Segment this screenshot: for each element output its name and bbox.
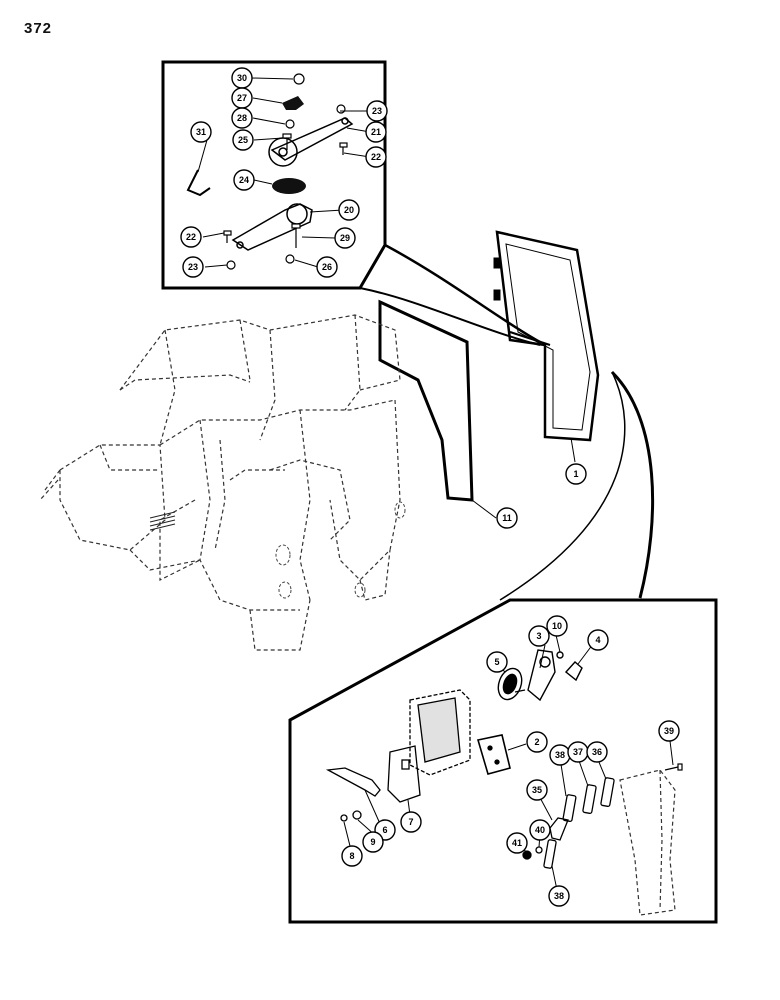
svg-text:35: 35 xyxy=(532,785,542,795)
callout-9: 9 xyxy=(362,831,384,853)
callout-5: 5 xyxy=(486,651,508,673)
callout-36: 36 xyxy=(586,741,608,763)
lower-leader-curve-2 xyxy=(499,371,626,601)
svg-text:1: 1 xyxy=(573,469,578,479)
callout-37: 37 xyxy=(567,741,589,763)
callout-10: 10 xyxy=(546,615,568,637)
svg-text:6: 6 xyxy=(382,825,387,835)
svg-text:8: 8 xyxy=(349,851,354,861)
svg-text:38: 38 xyxy=(554,891,564,901)
callout-7: 7 xyxy=(400,811,422,833)
svg-text:3: 3 xyxy=(536,631,541,641)
svg-text:30: 30 xyxy=(237,73,247,83)
svg-text:5: 5 xyxy=(494,657,499,667)
svg-text:23: 23 xyxy=(372,106,382,116)
upper-leader-curve xyxy=(384,243,541,344)
door-part-1 xyxy=(493,230,600,442)
callout-27: 27 xyxy=(231,87,253,109)
callout-22-upper: 22 xyxy=(365,146,387,168)
svg-text:37: 37 xyxy=(573,747,583,757)
callout-22-lower: 22 xyxy=(180,226,202,248)
callout-23-upper: 23 xyxy=(366,100,388,122)
callout-11: 11 xyxy=(496,507,518,529)
handle-assembly xyxy=(497,649,583,702)
callout-29: 29 xyxy=(334,227,356,249)
svg-text:31: 31 xyxy=(196,127,206,137)
callout-3: 3 xyxy=(528,625,550,647)
callout-40: 40 xyxy=(529,819,551,841)
svg-text:41: 41 xyxy=(512,838,522,848)
callout-20: 20 xyxy=(338,199,360,221)
svg-text:26: 26 xyxy=(322,262,332,272)
svg-text:22: 22 xyxy=(371,152,381,162)
strikers-and-shims xyxy=(522,777,615,869)
callout-2: 2 xyxy=(526,731,548,753)
clip-31-part xyxy=(186,169,211,197)
callout-30: 30 xyxy=(231,67,253,89)
svg-text:36: 36 xyxy=(592,747,602,757)
callout-24: 24 xyxy=(233,169,255,191)
svg-text:28: 28 xyxy=(237,113,247,123)
knob-27-part xyxy=(282,96,304,110)
cab-frame-details xyxy=(275,501,406,599)
cab-grille xyxy=(149,511,176,531)
callout-23-lower: 23 xyxy=(182,256,204,278)
page-number: 372 xyxy=(24,20,53,37)
hardware-upper xyxy=(223,73,348,270)
upper-leader-curve-2 xyxy=(359,287,541,346)
svg-text:23: 23 xyxy=(188,262,198,272)
callout-1: 1 xyxy=(565,463,587,485)
svg-text:21: 21 xyxy=(371,127,381,137)
latch-body xyxy=(409,689,511,776)
door-pillar-dashed xyxy=(619,769,676,916)
hinge-arm-upper xyxy=(268,117,354,167)
callout-leaders xyxy=(197,77,674,891)
callout-35: 35 xyxy=(526,779,548,801)
callout-39: 39 xyxy=(658,720,680,742)
callout-26: 26 xyxy=(316,256,338,278)
svg-text:22: 22 xyxy=(186,232,196,242)
svg-text:29: 29 xyxy=(340,233,350,243)
callout-38-lower: 38 xyxy=(548,885,570,907)
screw-39 xyxy=(664,763,683,771)
washer-24-part xyxy=(272,178,306,194)
svg-text:24: 24 xyxy=(239,175,249,185)
callout-38-upper: 38 xyxy=(549,744,571,766)
svg-text:4: 4 xyxy=(595,635,600,645)
lower-inset-frame xyxy=(288,598,718,924)
svg-text:2: 2 xyxy=(534,737,539,747)
callout-8: 8 xyxy=(341,845,363,867)
svg-text:9: 9 xyxy=(370,837,375,847)
callout-4: 4 xyxy=(587,629,609,651)
callout-21: 21 xyxy=(365,121,387,143)
svg-text:10: 10 xyxy=(552,621,562,631)
lower-leader-curve xyxy=(610,370,655,599)
svg-text:20: 20 xyxy=(344,205,354,215)
upper-inset-frame xyxy=(161,60,387,290)
svg-text:7: 7 xyxy=(408,817,413,827)
callout-31: 31 xyxy=(190,121,212,143)
callout-28: 28 xyxy=(231,107,253,129)
svg-text:38: 38 xyxy=(555,750,565,760)
svg-text:11: 11 xyxy=(502,513,512,523)
svg-text:27: 27 xyxy=(237,93,247,103)
svg-text:40: 40 xyxy=(535,825,545,835)
callout-25: 25 xyxy=(232,129,254,151)
glass-panel-part-11 xyxy=(378,299,474,502)
callout-41: 41 xyxy=(506,832,528,854)
svg-text:25: 25 xyxy=(238,135,248,145)
cab-frame-dashed xyxy=(39,314,401,651)
svg-text:39: 39 xyxy=(664,726,674,736)
